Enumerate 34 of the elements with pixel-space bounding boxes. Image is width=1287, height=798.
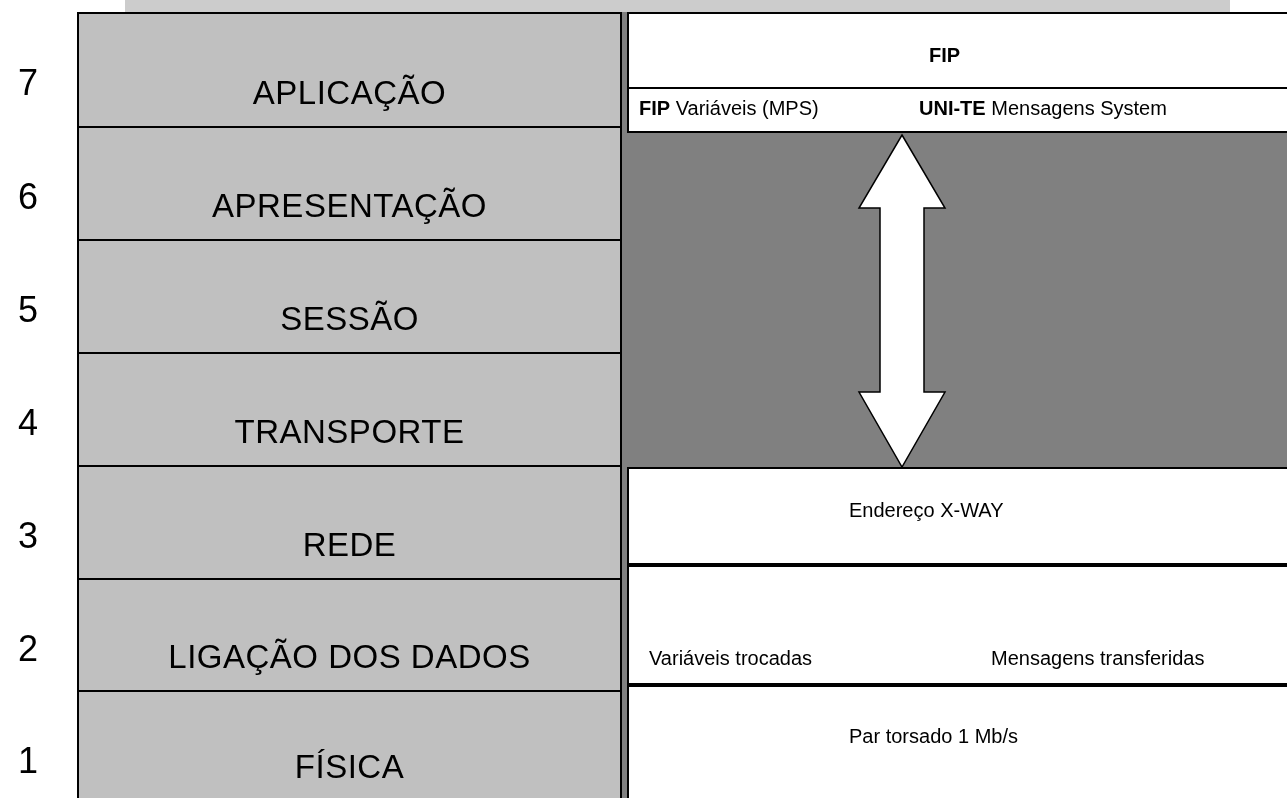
layer-number: 7 — [17, 62, 39, 104]
protocol-text: Variáveis trocadas — [649, 647, 813, 670]
layer-name: APRESENTAÇÃO — [212, 187, 487, 225]
protocol-box — [627, 467, 1287, 565]
layer-name: FÍSICA — [294, 748, 405, 786]
layer-name: APLICAÇÃO — [252, 74, 447, 112]
layer-box — [77, 578, 622, 692]
shaded-box — [627, 133, 1287, 468]
layer-number: 6 — [17, 176, 39, 218]
layer-box — [77, 12, 622, 128]
layer-name: REDE — [302, 526, 397, 564]
protocol-text: Mensagens transferidas — [991, 647, 1205, 670]
layer-box — [77, 690, 622, 798]
layer-name: SESSÃO — [280, 300, 419, 338]
protocol-box — [627, 12, 1287, 133]
layer-box — [77, 352, 622, 467]
layer-number: 3 — [17, 515, 39, 557]
protocol-text: FIP Variáveis (MPS) — [639, 97, 819, 120]
protocol-text: UNI-TE Mensagens System — [919, 97, 1167, 120]
protocol-box — [627, 685, 1287, 798]
layer-box — [77, 126, 622, 241]
layer-name: LIGAÇÃO DOS DADOS — [168, 638, 531, 676]
layer-box — [77, 239, 622, 354]
layer-number: 4 — [17, 402, 39, 444]
protocol-text: Endereço X-WAY — [849, 499, 1004, 522]
protocol-text: FIP — [929, 44, 961, 67]
protocol-text: Par torsado 1 Mb/s — [849, 725, 1018, 748]
double-arrow — [857, 133, 947, 469]
protocol-box — [627, 565, 1287, 685]
layer-number: 5 — [17, 289, 39, 331]
layer-box — [77, 465, 622, 580]
layer-number: 2 — [17, 628, 39, 670]
layer-number: 1 — [17, 740, 39, 782]
layer-name: TRANSPORTE — [234, 413, 465, 451]
